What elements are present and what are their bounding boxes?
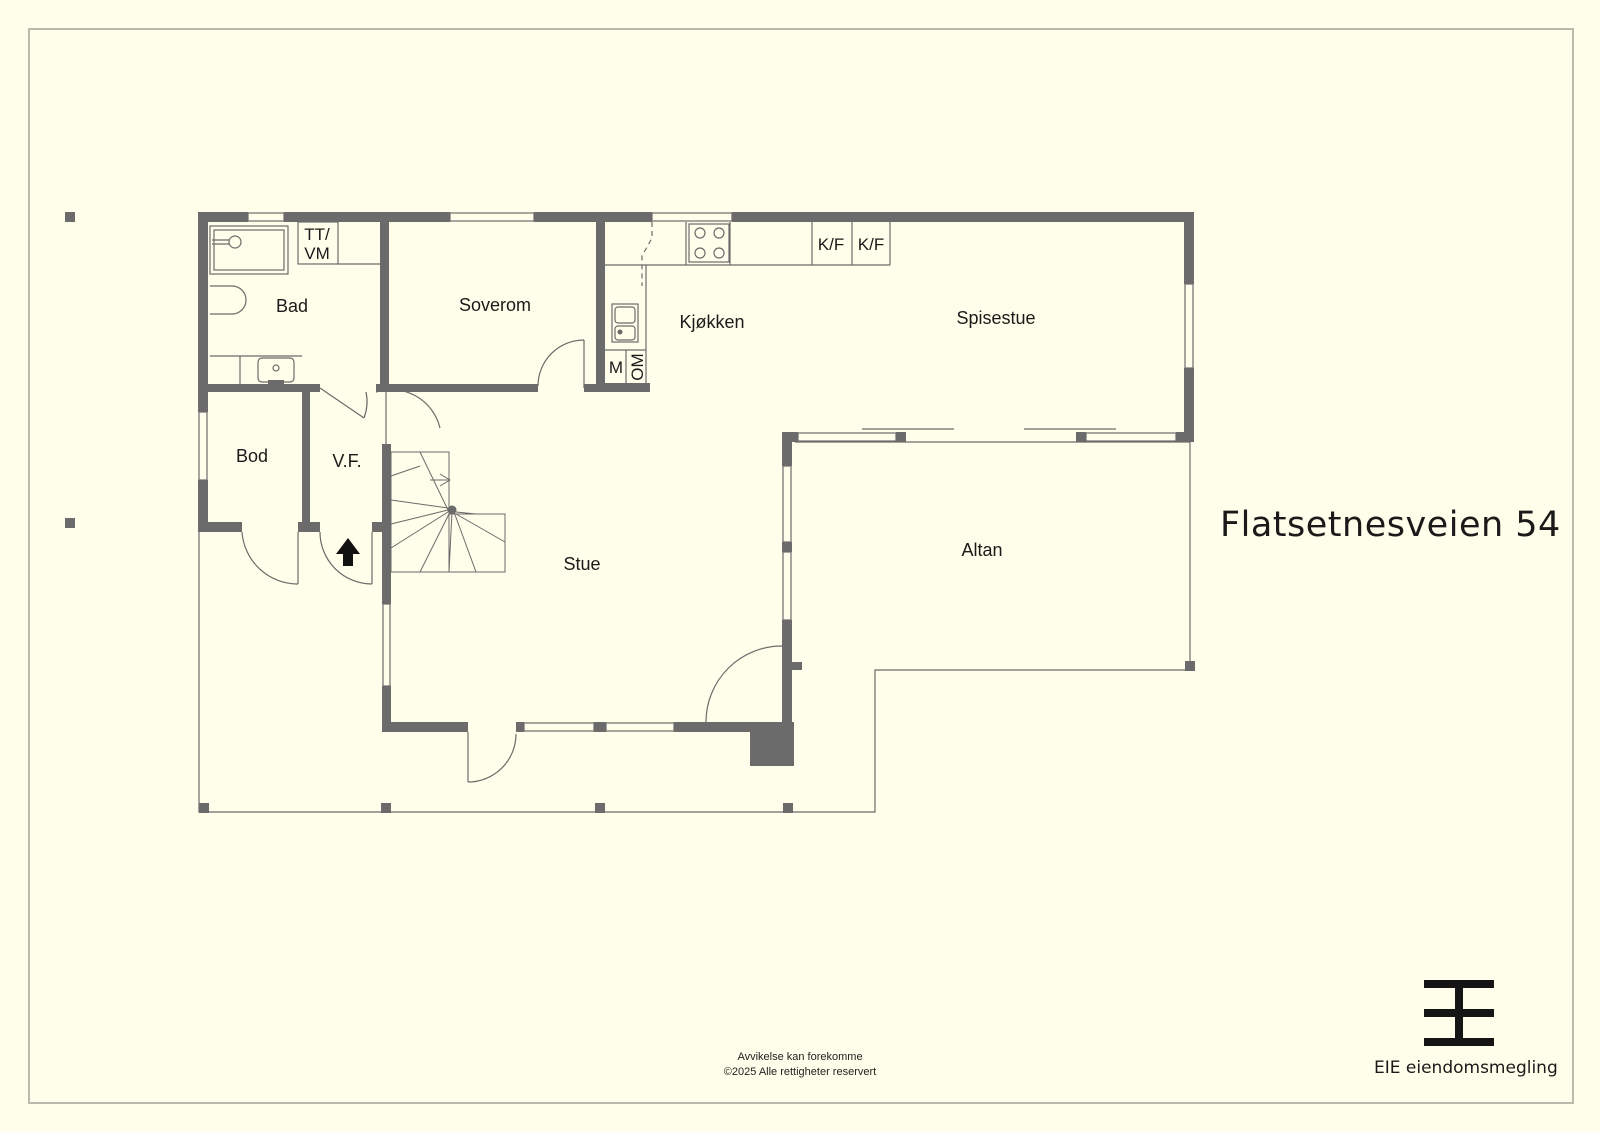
staircase (390, 451, 506, 573)
terrace-outline (198, 441, 1191, 813)
faucet-icon (268, 380, 284, 384)
disclaimer-line-2: ©2025 Alle rettigheter reservert (723, 1066, 877, 1078)
fixture-label-kf-1: K/F (818, 235, 844, 254)
room-label-vf: V.F. (332, 451, 361, 471)
fixture-label-tt: TT/ (304, 225, 330, 244)
fixture-label-om: OM (628, 353, 647, 380)
eie-logo-icon (1424, 980, 1494, 1046)
room-label-stue: Stue (563, 554, 600, 574)
sink-drain-icon (617, 329, 623, 335)
disclaimer: Avvikelse kan forekomme ©2025 Alle retti… (700, 1050, 900, 1080)
entrance-arrow-icon (336, 538, 360, 566)
room-label-kjokken: Kjøkken (679, 312, 744, 332)
brand-name: EIE eiendomsmegling (1374, 1058, 1558, 1078)
room-label-soverom: Soverom (459, 295, 531, 315)
fixture-label-m: M (609, 358, 623, 377)
room-label-bod: Bod (236, 446, 268, 466)
disclaimer-line-1: Avvikelse kan forekomme (737, 1051, 863, 1063)
room-label-bad: Bad (276, 296, 308, 316)
drawing-frame (28, 28, 1574, 1104)
bathroom-fixtures (209, 221, 382, 384)
stair-center-icon (447, 505, 457, 515)
room-label-altan: Altan (961, 540, 1002, 560)
fixture-label-kf-2: K/F (858, 235, 884, 254)
fixture-label-vm: VM (304, 244, 330, 263)
property-address: Flatsetnesveien 54 (1220, 505, 1561, 545)
doors (241, 339, 783, 783)
room-label-spisestue: Spisestue (956, 308, 1035, 328)
kitchen-fixtures (605, 222, 891, 384)
windows (198, 212, 1194, 732)
walls (65, 212, 1195, 813)
